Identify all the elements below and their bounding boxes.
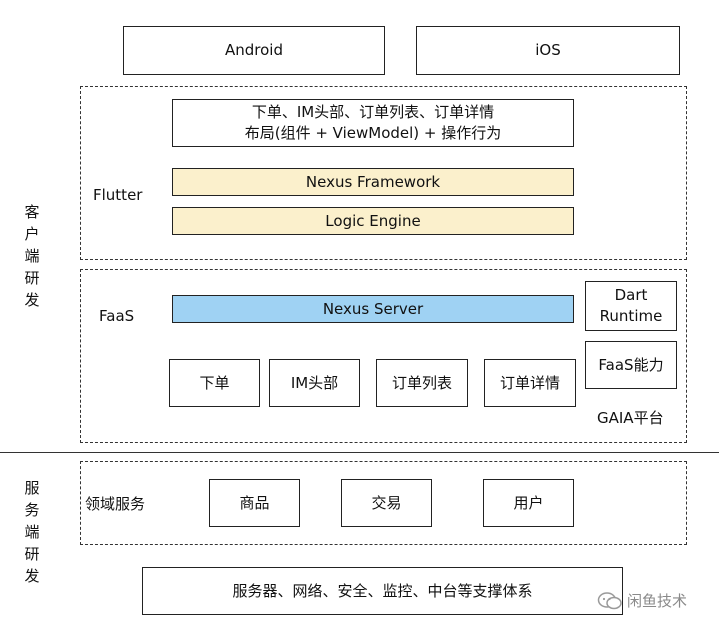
function-box-order-detail: 订单详情 — [484, 359, 576, 407]
server-dev-char: 研 — [24, 545, 40, 563]
client-dev-char: 研 — [24, 269, 40, 287]
infrastructure-label: 服务器、网络、安全、监控、中台等支撑体系 — [232, 581, 533, 600]
client-dev-char: 发 — [24, 291, 40, 309]
function-label: IM头部 — [290, 373, 339, 392]
faas-region — [80, 269, 687, 443]
runtime-line: Runtime — [599, 307, 663, 325]
watermark: 闲鱼技术 — [597, 590, 687, 611]
logic-engine-label: Logic Engine — [325, 211, 421, 230]
function-label: 订单列表 — [391, 373, 452, 392]
flutter-label: Flutter — [93, 186, 143, 204]
server-dev-char: 服 — [24, 479, 40, 497]
flutter-region — [80, 86, 687, 260]
gaia-platform-label: GAIA平台 — [597, 409, 664, 427]
function-box-im-header: IM头部 — [269, 359, 360, 407]
nexus-server-label: Nexus Server — [322, 299, 424, 318]
function-box-order-list: 订单列表 — [376, 359, 468, 407]
faas-label: FaaS — [99, 307, 135, 325]
server-dev-char: 发 — [24, 567, 40, 585]
ios-label: iOS — [535, 41, 561, 59]
layout-line: 布局(组件 + ViewModel) + 操作行为 — [244, 124, 502, 142]
function-label: 下单 — [199, 373, 230, 392]
pages-layout-box: 下单、IM头部、订单列表、订单详情 布局(组件 + ViewModel) + 操… — [172, 99, 574, 147]
service-label: 交易 — [371, 493, 402, 512]
service-box-goods: 商品 — [209, 479, 300, 527]
domain-services-region — [80, 461, 687, 545]
service-box-user: 用户 — [483, 479, 574, 527]
infrastructure-box: 服务器、网络、安全、监控、中台等支撑体系 — [142, 567, 623, 615]
ios-box: iOS — [416, 26, 680, 75]
android-box: Android — [123, 26, 385, 75]
client-dev-label: 客 户 端 研 发 — [21, 201, 43, 311]
service-label: 用户 — [513, 493, 544, 512]
nexus-framework-box: Nexus Framework — [172, 168, 574, 196]
service-label: 商品 — [239, 493, 270, 512]
watermark-label: 闲鱼技术 — [627, 592, 688, 610]
client-server-divider — [0, 452, 719, 453]
function-label: 订单详情 — [499, 373, 560, 392]
client-dev-char: 端 — [24, 247, 40, 265]
faas-capability-box: FaaS能力 — [585, 341, 677, 389]
nexus-server-box: Nexus Server — [172, 295, 574, 323]
dart-line: Dart — [614, 286, 648, 304]
domain-services-label: 领域服务 — [85, 495, 146, 513]
client-dev-char: 户 — [24, 225, 40, 243]
wechat-icon — [597, 591, 622, 609]
nexus-framework-label: Nexus Framework — [305, 172, 441, 191]
function-box-order: 下单 — [169, 359, 260, 407]
logic-engine-box: Logic Engine — [172, 207, 574, 235]
pages-line: 下单、IM头部、订单列表、订单详情 — [251, 103, 495, 121]
server-dev-char: 端 — [24, 523, 40, 541]
faas-capability-label: FaaS能力 — [598, 355, 664, 374]
server-dev-label: 服 务 端 研 发 — [21, 477, 43, 587]
service-box-trade: 交易 — [341, 479, 432, 527]
android-label: Android — [225, 41, 283, 59]
dart-runtime-box: Dart Runtime — [585, 281, 677, 331]
server-dev-char: 务 — [24, 501, 40, 519]
client-dev-char: 客 — [24, 203, 40, 221]
